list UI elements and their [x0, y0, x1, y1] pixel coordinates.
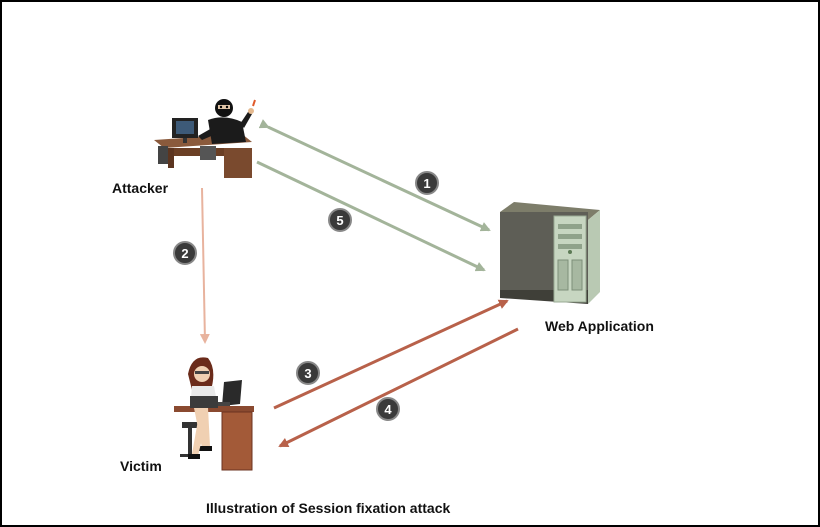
- step-number-5: 5: [336, 213, 343, 228]
- arrow-step-2: [199, 187, 210, 344]
- arrow-step-5: [256, 160, 486, 272]
- step-badge-4: 4: [376, 397, 400, 421]
- arrow-step-1: [258, 119, 491, 232]
- step-badge-5: 5: [328, 208, 352, 232]
- victim-label: Victim: [120, 458, 162, 474]
- step-number-2: 2: [181, 246, 188, 261]
- web-application-label: Web Application: [545, 318, 654, 334]
- arrows: [199, 119, 519, 448]
- arrow-step-4: [278, 327, 519, 448]
- step-number-3: 3: [304, 366, 311, 381]
- diagram-caption: Illustration of Session fixation attack: [206, 500, 451, 516]
- attacker-label: Attacker: [112, 180, 169, 196]
- victim-icon: [174, 357, 254, 471]
- attacker-icon: [154, 99, 256, 178]
- step-badge-1: 1: [415, 171, 439, 195]
- web-server-icon: [500, 202, 600, 304]
- step-number-4: 4: [384, 402, 392, 417]
- step-badge-3: 3: [296, 361, 320, 385]
- step-badge-2: 2: [173, 241, 197, 265]
- step-number-1: 1: [423, 176, 430, 191]
- arrow-step-3: [273, 299, 509, 410]
